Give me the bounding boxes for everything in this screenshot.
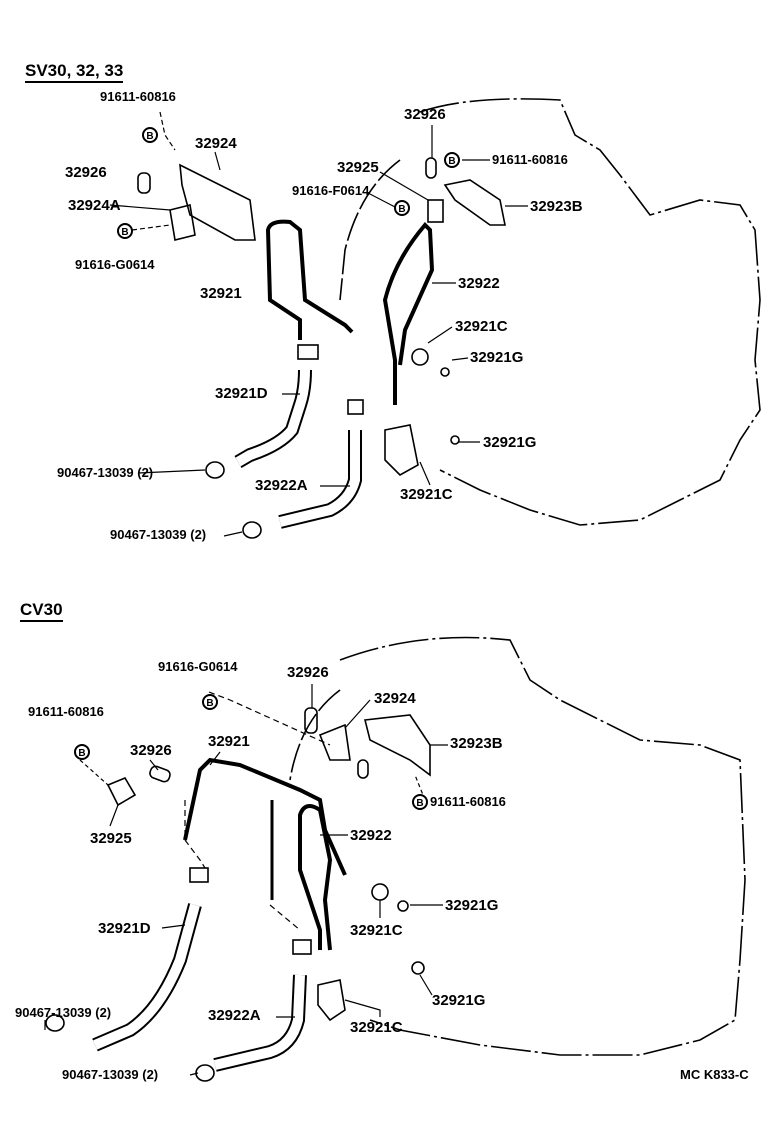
bolt-icon: B [444, 152, 460, 168]
union-32921C-top [384, 424, 419, 476]
part-32926-bottom-left [149, 765, 171, 783]
part-label: 32924A [68, 197, 121, 214]
engine-outline-bottom [339, 636, 746, 1056]
bolt-icon: B [412, 794, 428, 810]
svg-text:B: B [448, 156, 455, 167]
part-label: 32921D [98, 920, 151, 937]
part-label: 32922A [255, 477, 308, 494]
part-label: 32921 [200, 285, 242, 302]
section-title-cv30: CV30 [20, 600, 63, 622]
bracket-32923B-bottom [364, 714, 431, 777]
bolt-icon: B [394, 200, 410, 216]
part-label: 32925 [337, 159, 379, 176]
part-label: 32926 [65, 164, 107, 181]
part-label: 32922A [208, 1007, 261, 1024]
part-label: 91611-60816 [430, 794, 506, 809]
part-32926-top [425, 157, 437, 179]
part-label: 32922 [350, 827, 392, 844]
part-label: 32921D [215, 385, 268, 402]
part-label: 90467-13039 (2) [110, 527, 207, 542]
pipe-32922-top [382, 222, 435, 405]
union-32921C-bottom [317, 979, 346, 1022]
bolt-icon: B [74, 744, 90, 760]
part-label: 32926 [287, 664, 329, 681]
bracket-32923B-top [443, 179, 506, 226]
part-label: 32924 [374, 690, 416, 707]
svg-text:B: B [121, 227, 128, 238]
part-label: 32921C [350, 1019, 403, 1036]
part-label: 32921 [208, 733, 250, 750]
engine-outline-top [419, 98, 761, 526]
part-label: 91611-60816 [100, 89, 176, 104]
part-label: 32921C [455, 318, 508, 335]
svg-text:B: B [78, 748, 85, 759]
part-label: 32921G [445, 897, 499, 914]
svg-text:B: B [146, 131, 153, 142]
section-title-sv30: SV30, 32, 33 [25, 61, 124, 83]
part-label: 90467-13039 (2) [62, 1067, 159, 1082]
part-label: 90467-13039 (2) [15, 1005, 112, 1020]
part-label: 32926 [130, 742, 172, 759]
part-label: 32925 [90, 830, 132, 847]
part-label: 32921G [470, 349, 524, 366]
clamp-32925-bottom [106, 776, 137, 807]
clamp-32924A [169, 204, 196, 241]
bolt-icon: B [142, 127, 158, 143]
part-label: 32921C [400, 486, 453, 503]
svg-text:B: B [398, 204, 405, 215]
svg-text:B: B [416, 798, 423, 809]
part-label: 32921G [483, 434, 537, 451]
part-label: 32923B [450, 735, 503, 752]
part-label: 32926 [404, 106, 446, 123]
part-label: 32922 [458, 275, 500, 292]
part-label: 91616-F0614 [292, 183, 370, 198]
part-label: 32921G [432, 992, 486, 1009]
part-label: 91611-60816 [492, 152, 568, 167]
pipe-32921-top [265, 219, 354, 340]
bolt-icon: B [202, 694, 218, 710]
clamp-32925-top [427, 199, 444, 223]
part-32926-top-left [137, 172, 151, 194]
diagram-code: MC K833-C [680, 1067, 749, 1082]
bolt-icon: B [117, 223, 133, 239]
bracket-32924-bottom [318, 723, 351, 761]
part-label: 91616-G0614 [75, 257, 155, 272]
part-label: 90467-13039 (2) [57, 465, 154, 480]
svg-text:B: B [206, 698, 213, 709]
part-label: 32924 [195, 135, 237, 152]
part-label: 91616-G0614 [158, 659, 238, 674]
part-label: 32921C [350, 922, 403, 939]
part-label: 91611-60816 [28, 704, 104, 719]
part-label: 32923B [530, 198, 583, 215]
pipe-32922-bottom [298, 804, 333, 951]
part-32926-bottom [304, 707, 318, 734]
bracket-32924-top [179, 163, 256, 241]
